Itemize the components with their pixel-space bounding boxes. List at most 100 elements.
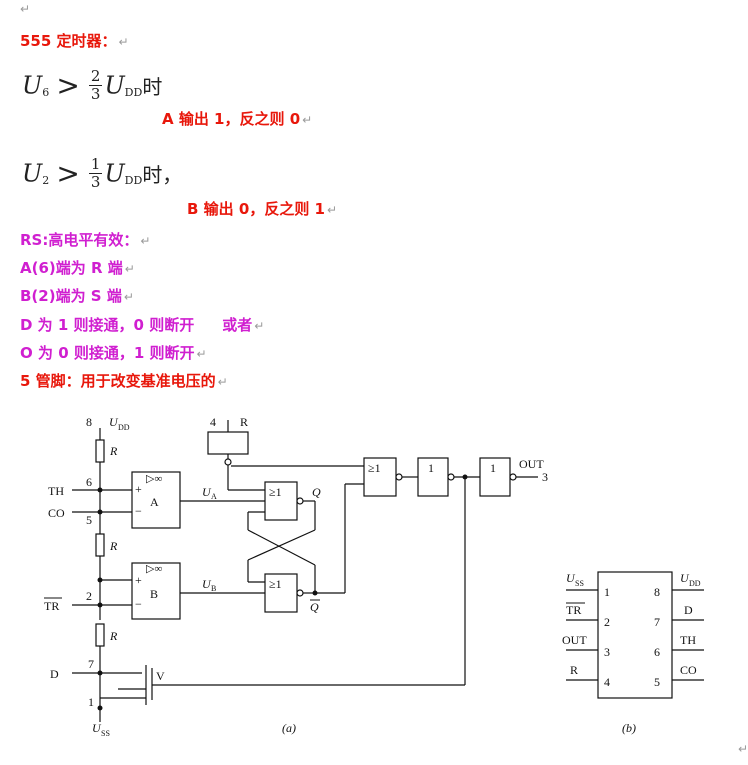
qbar-label: Q	[310, 600, 319, 614]
pinout-udd: U	[680, 571, 690, 585]
ub-sub: B	[211, 584, 216, 593]
result-text: B 输出 0，反之则 1	[187, 200, 325, 218]
rs-a-text: A(6)端为 R 端	[20, 259, 123, 277]
return-mark: ↵	[217, 375, 228, 389]
pin5-text: 5 管脚：用于改变基准电压的	[20, 372, 216, 390]
pin5-line: 5 管脚：用于改变基准电压的↵	[20, 370, 228, 391]
comp-b-plus: +	[135, 573, 142, 587]
inv2-label: 1	[490, 461, 496, 475]
caption-a: (a)	[282, 721, 296, 735]
pinout-uss: U	[566, 571, 576, 585]
formula-tail: 时	[142, 75, 163, 99]
pinout-out: OUT	[562, 633, 587, 647]
return-mark: ↵	[118, 35, 129, 49]
ua-sub: A	[211, 492, 217, 501]
pin7-label: 7	[88, 657, 94, 671]
formula-rhs-sub: DD	[124, 86, 143, 99]
udd-sub: DD	[118, 423, 130, 432]
pin4-label: 4	[210, 415, 216, 429]
o-line-text: O 为 0 则接通，1 则断开	[20, 344, 195, 362]
ub-label: U	[202, 577, 212, 591]
inv1-label: 1	[428, 461, 434, 475]
pinout-num-6: 6	[654, 645, 660, 659]
v-label: V	[156, 669, 165, 683]
formula-tail: 时，	[142, 163, 183, 187]
r3-label: R	[109, 629, 118, 643]
formula-sub: 6	[42, 86, 50, 99]
fraction-numerator: 2	[88, 67, 103, 86]
pinout-uss-sub: SS	[575, 579, 584, 588]
pinout-num-8: 8	[654, 585, 660, 599]
tr-label: TR	[44, 599, 59, 613]
d-label: D	[50, 667, 59, 681]
circuit-diagram-555: 8 U DD R R R 4 R 6 TH 5 CO 2 TR 7 D 1 U …	[44, 415, 704, 738]
rs-a-line: A(6)端为 R 端↵	[20, 257, 135, 278]
formula2-result: B 输出 0，反之则 1↵	[187, 198, 337, 219]
pin6-label: 6	[86, 475, 92, 489]
reset-label: R	[240, 415, 248, 429]
fraction-numerator: 1	[88, 155, 103, 174]
pin8-label: 8	[86, 415, 92, 429]
return-mark: ↵	[254, 319, 265, 333]
comp-b-opamp: ▷∞	[146, 563, 162, 575]
return-mark: ↵	[140, 234, 151, 248]
d-or-text: 或者	[222, 316, 253, 334]
return-mark: ↵	[326, 203, 338, 217]
nor-bottom-label: ≥1	[269, 577, 282, 591]
return-mark: ↵	[123, 290, 134, 304]
formula-op: >	[56, 69, 80, 102]
formula-var: U	[22, 159, 43, 188]
rs-title-text: RS:高电平有效：	[20, 231, 139, 249]
uss-sub: SS	[101, 729, 110, 738]
comp-b-minus: −	[135, 597, 142, 611]
comp-a-minus: −	[135, 504, 142, 518]
pin5-label: 5	[86, 513, 92, 527]
paragraph-mark: ↵	[20, 2, 31, 16]
pinout-tr: TR	[566, 603, 581, 617]
formula-sub: 2	[42, 174, 50, 187]
end-mark: ↵	[738, 742, 748, 756]
rs-b-line: B(2)端为 S 端↵	[20, 285, 134, 306]
return-mark: ↵	[196, 347, 207, 361]
pinout-num-3: 3	[604, 645, 610, 659]
pinout-num-1: 1	[604, 585, 610, 599]
pinout-d: D	[684, 603, 693, 617]
r2-label: R	[109, 539, 118, 553]
pinout-co: CO	[680, 663, 697, 677]
r1-label: R	[109, 444, 118, 458]
pinout-udd-sub: DD	[689, 579, 701, 588]
d-line-text: D 为 1 则接通，0 则断开	[20, 316, 195, 334]
pinout-num-5: 5	[654, 675, 660, 689]
formula-rhs: U	[104, 159, 125, 188]
pinout-r: R	[570, 663, 578, 677]
comp-a-plus: +	[135, 482, 142, 496]
section-title: 555 定时器：↵	[20, 30, 129, 51]
udd-label: U	[109, 415, 119, 429]
pinout-th: TH	[680, 633, 696, 647]
caption-b: (b)	[622, 721, 636, 735]
nor-top-label: ≥1	[269, 485, 282, 499]
formula-rhs-sub: DD	[124, 174, 143, 187]
pinout-num-4: 4	[604, 675, 610, 689]
fraction-denominator: 3	[90, 173, 101, 191]
comp-a-label: A	[150, 495, 159, 509]
comp-a-opamp: ▷∞	[146, 473, 162, 485]
pin2-label: 2	[86, 589, 92, 603]
pin1-label: 1	[88, 695, 94, 709]
formula-var: U	[22, 71, 43, 100]
title-text: 555 定时器：	[20, 32, 117, 50]
rs-b-text: B(2)端为 S 端	[20, 287, 122, 305]
result-text: A 输出 1，反之则 0	[162, 110, 301, 128]
fraction-denominator: 3	[90, 85, 101, 103]
rs-title: RS:高电平有效：↵	[20, 229, 150, 250]
out-label: OUT	[519, 457, 544, 471]
return-mark: ↵	[124, 262, 135, 276]
co-label: CO	[48, 506, 65, 520]
comp-b-label: B	[150, 587, 158, 601]
o-line: O 为 0 则接通，1 则断开↵	[20, 342, 207, 363]
th-label: TH	[48, 484, 64, 498]
pin3-label: 3	[542, 470, 548, 484]
pinout-num-2: 2	[604, 615, 610, 629]
